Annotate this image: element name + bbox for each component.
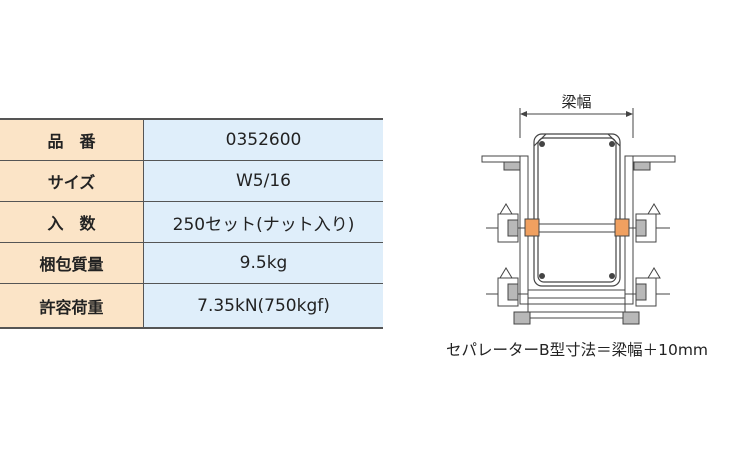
top-plates [481,155,676,163]
spec-table: 品 番 0352600 サイズ W5/16 入 数 250セット(ナット入り) … [0,118,383,329]
spec-value: 7.35kN(750kgf) [144,284,383,327]
upper-separator [486,203,670,243]
rebar-corner-dots [539,141,615,279]
lower-separator [486,267,670,307]
spec-value: 0352600 [144,120,383,160]
spec-value: 250セット(ナット入り) [144,202,383,242]
right-nut [614,218,630,237]
width-dimension [519,108,634,138]
spec-value: 9.5kg [144,243,383,283]
bottom-form [513,303,640,325]
spec-row-quantity: 入 数 250セット(ナット入り) [0,202,383,243]
spec-label: 梱包質量 [0,243,144,283]
beam-width-label: 梁幅 [561,93,591,111]
spec-label: 許容荷重 [0,284,144,327]
left-nut [524,218,540,237]
spec-row-package-weight: 梱包質量 9.5kg [0,243,383,284]
diagram-caption: セパレーターB型寸法＝梁幅＋10mm [445,341,709,359]
spec-value: W5/16 [144,161,383,201]
spec-row-product-number: 品 番 0352600 [0,120,383,161]
rebar-cage [533,133,621,287]
spec-label: 入 数 [0,202,144,242]
spec-row-size: サイズ W5/16 [0,161,383,202]
spec-row-allowable-load: 許容荷重 7.35kN(750kgf) [0,284,383,327]
separator-section-diagram: 梁幅 [481,93,676,325]
spec-label: 品 番 [0,120,144,160]
spec-label: サイズ [0,161,144,201]
